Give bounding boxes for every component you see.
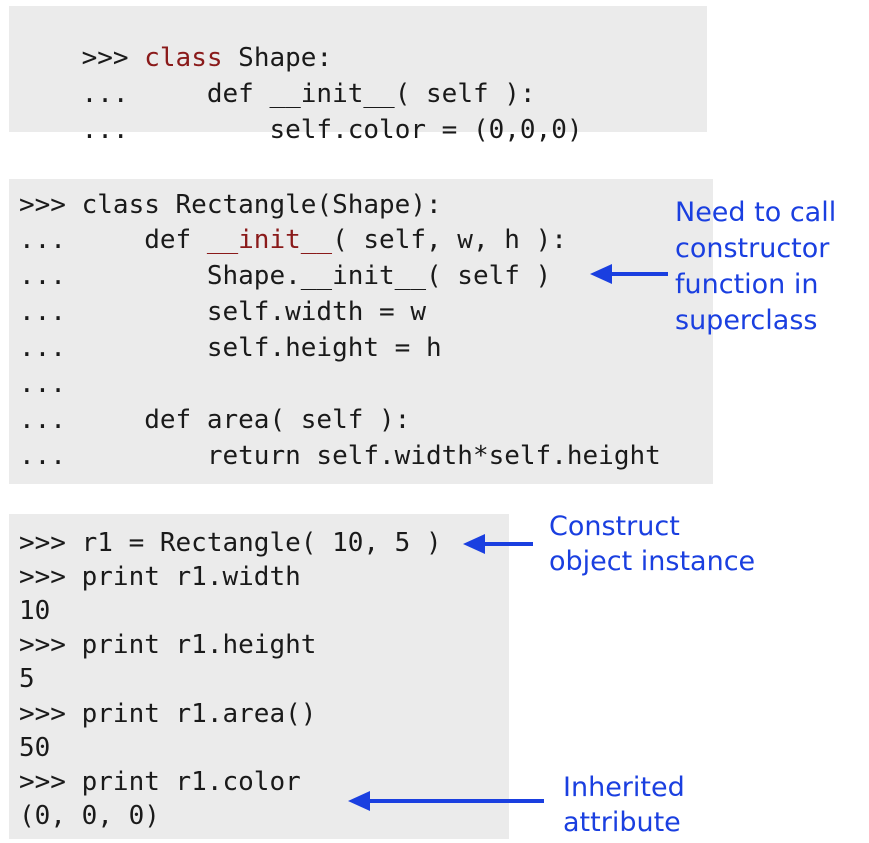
annotation-line: Inherited xyxy=(563,772,685,803)
code-line: >>> print r1.width xyxy=(19,564,301,590)
annotation-line: superclass xyxy=(675,305,818,336)
code-text: 50 xyxy=(19,733,51,763)
code-text: ( self, w, h ): xyxy=(332,225,567,255)
code-line: ... self.color = (0,0,0) xyxy=(19,91,583,169)
annotation-line: Construct xyxy=(549,511,680,542)
arrow-left-icon xyxy=(348,791,544,811)
annotation-line: object instance xyxy=(549,546,756,577)
code-line: (0, 0, 0) xyxy=(19,803,160,829)
code-block-usage: >>> r1 = Rectangle( 10, 5 ) >>> print r1… xyxy=(9,514,509,839)
code-text: >>> xyxy=(81,43,145,73)
annotation-line: attribute xyxy=(563,807,681,838)
code-text: >>> r1 = Rectangle( 10, 5 ) xyxy=(19,528,442,558)
code-text: ... xyxy=(81,115,270,145)
code-text: 5 xyxy=(19,664,35,694)
code-line: >>> class Rectangle(Shape): xyxy=(19,192,442,218)
code-text: ... xyxy=(19,369,66,399)
code-line: >>> print r1.area() xyxy=(19,701,316,727)
code-keyword: class xyxy=(144,43,223,73)
code-line: ... def __init__( self, w, h ): xyxy=(19,227,567,253)
code-text: >>> print r1.color xyxy=(19,767,301,797)
code-line: ... self.height = h xyxy=(19,335,442,361)
code-text: ... def xyxy=(19,225,207,255)
code-block-rectangle-class: >>> class Rectangle(Shape): ... def __in… xyxy=(9,179,713,484)
code-text: Shape: xyxy=(222,43,333,73)
code-line: ... def area( self ): xyxy=(19,407,410,433)
code-text: ... self.height = h xyxy=(19,333,442,363)
code-text: ... return self.width*self.height xyxy=(19,441,661,471)
code-text: >>> print r1.height xyxy=(19,630,317,660)
code-line: ... return self.width*self.height xyxy=(19,443,661,469)
code-text: ... xyxy=(81,79,207,109)
arrow-left-icon xyxy=(590,264,668,284)
code-line: 5 xyxy=(19,666,35,692)
annotation-superclass: Need to call constructor function in sup… xyxy=(675,195,836,339)
annotation-line: constructor xyxy=(675,233,830,264)
code-text: >>> class Rectangle(Shape): xyxy=(19,190,442,220)
annotation-construct: Construct object instance xyxy=(549,509,755,579)
code-text: >>> print r1.width xyxy=(19,562,301,592)
code-line: >>> r1 = Rectangle( 10, 5 ) xyxy=(19,530,442,556)
code-text: ... def area( self ): xyxy=(19,405,411,435)
code-line: >>> print r1.color xyxy=(19,769,301,795)
annotation-inherited: Inherited attribute xyxy=(563,770,685,840)
code-line: ... Shape.__init__( self ) xyxy=(19,263,551,289)
code-line: >>> print r1.height xyxy=(19,632,316,658)
code-text: 10 xyxy=(19,596,51,626)
code-text: >>> print r1.area() xyxy=(19,699,317,729)
code-line: ... xyxy=(19,371,66,397)
code-line: 10 xyxy=(19,598,50,624)
code-line: 50 xyxy=(19,735,50,761)
code-text: (0, 0, 0) xyxy=(19,801,160,831)
code-text: ... Shape.__init__( self ) xyxy=(19,261,552,291)
code-text: def __init__( self ): xyxy=(206,79,536,109)
code-line: >>> class Shape: xyxy=(19,19,332,97)
code-block-shape-class: >>> class Shape: ... def __init__( self … xyxy=(9,6,707,143)
code-line: ... def __init__( self ): xyxy=(19,55,536,133)
code-line: ... self.width = w xyxy=(19,299,426,325)
code-text: self.color = (0,0,0) xyxy=(269,115,583,145)
annotation-line: function in xyxy=(675,269,819,300)
code-text: ... self.width = w xyxy=(19,297,426,327)
code-keyword: __init__ xyxy=(206,225,333,255)
annotation-line: Need to call xyxy=(675,197,837,228)
arrow-left-icon xyxy=(463,534,533,554)
